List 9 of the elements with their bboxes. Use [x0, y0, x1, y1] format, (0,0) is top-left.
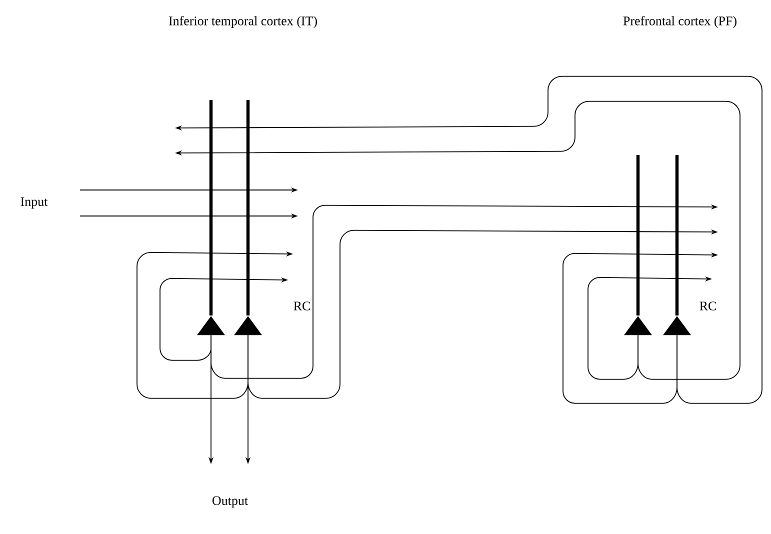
- neuron-drawing: [663, 155, 691, 336]
- region-title: Prefrontal cortex (PF): [623, 16, 736, 28]
- neuron-drawing: [197, 100, 225, 336]
- input-label: Input: [20, 197, 48, 209]
- rc-label: RC: [294, 302, 310, 310]
- neuron-drawing: [624, 155, 652, 336]
- neuron-drawing: [234, 100, 262, 336]
- region-title: Inferior temporal cortex (IT): [168, 16, 317, 28]
- output-label: Output: [212, 496, 248, 508]
